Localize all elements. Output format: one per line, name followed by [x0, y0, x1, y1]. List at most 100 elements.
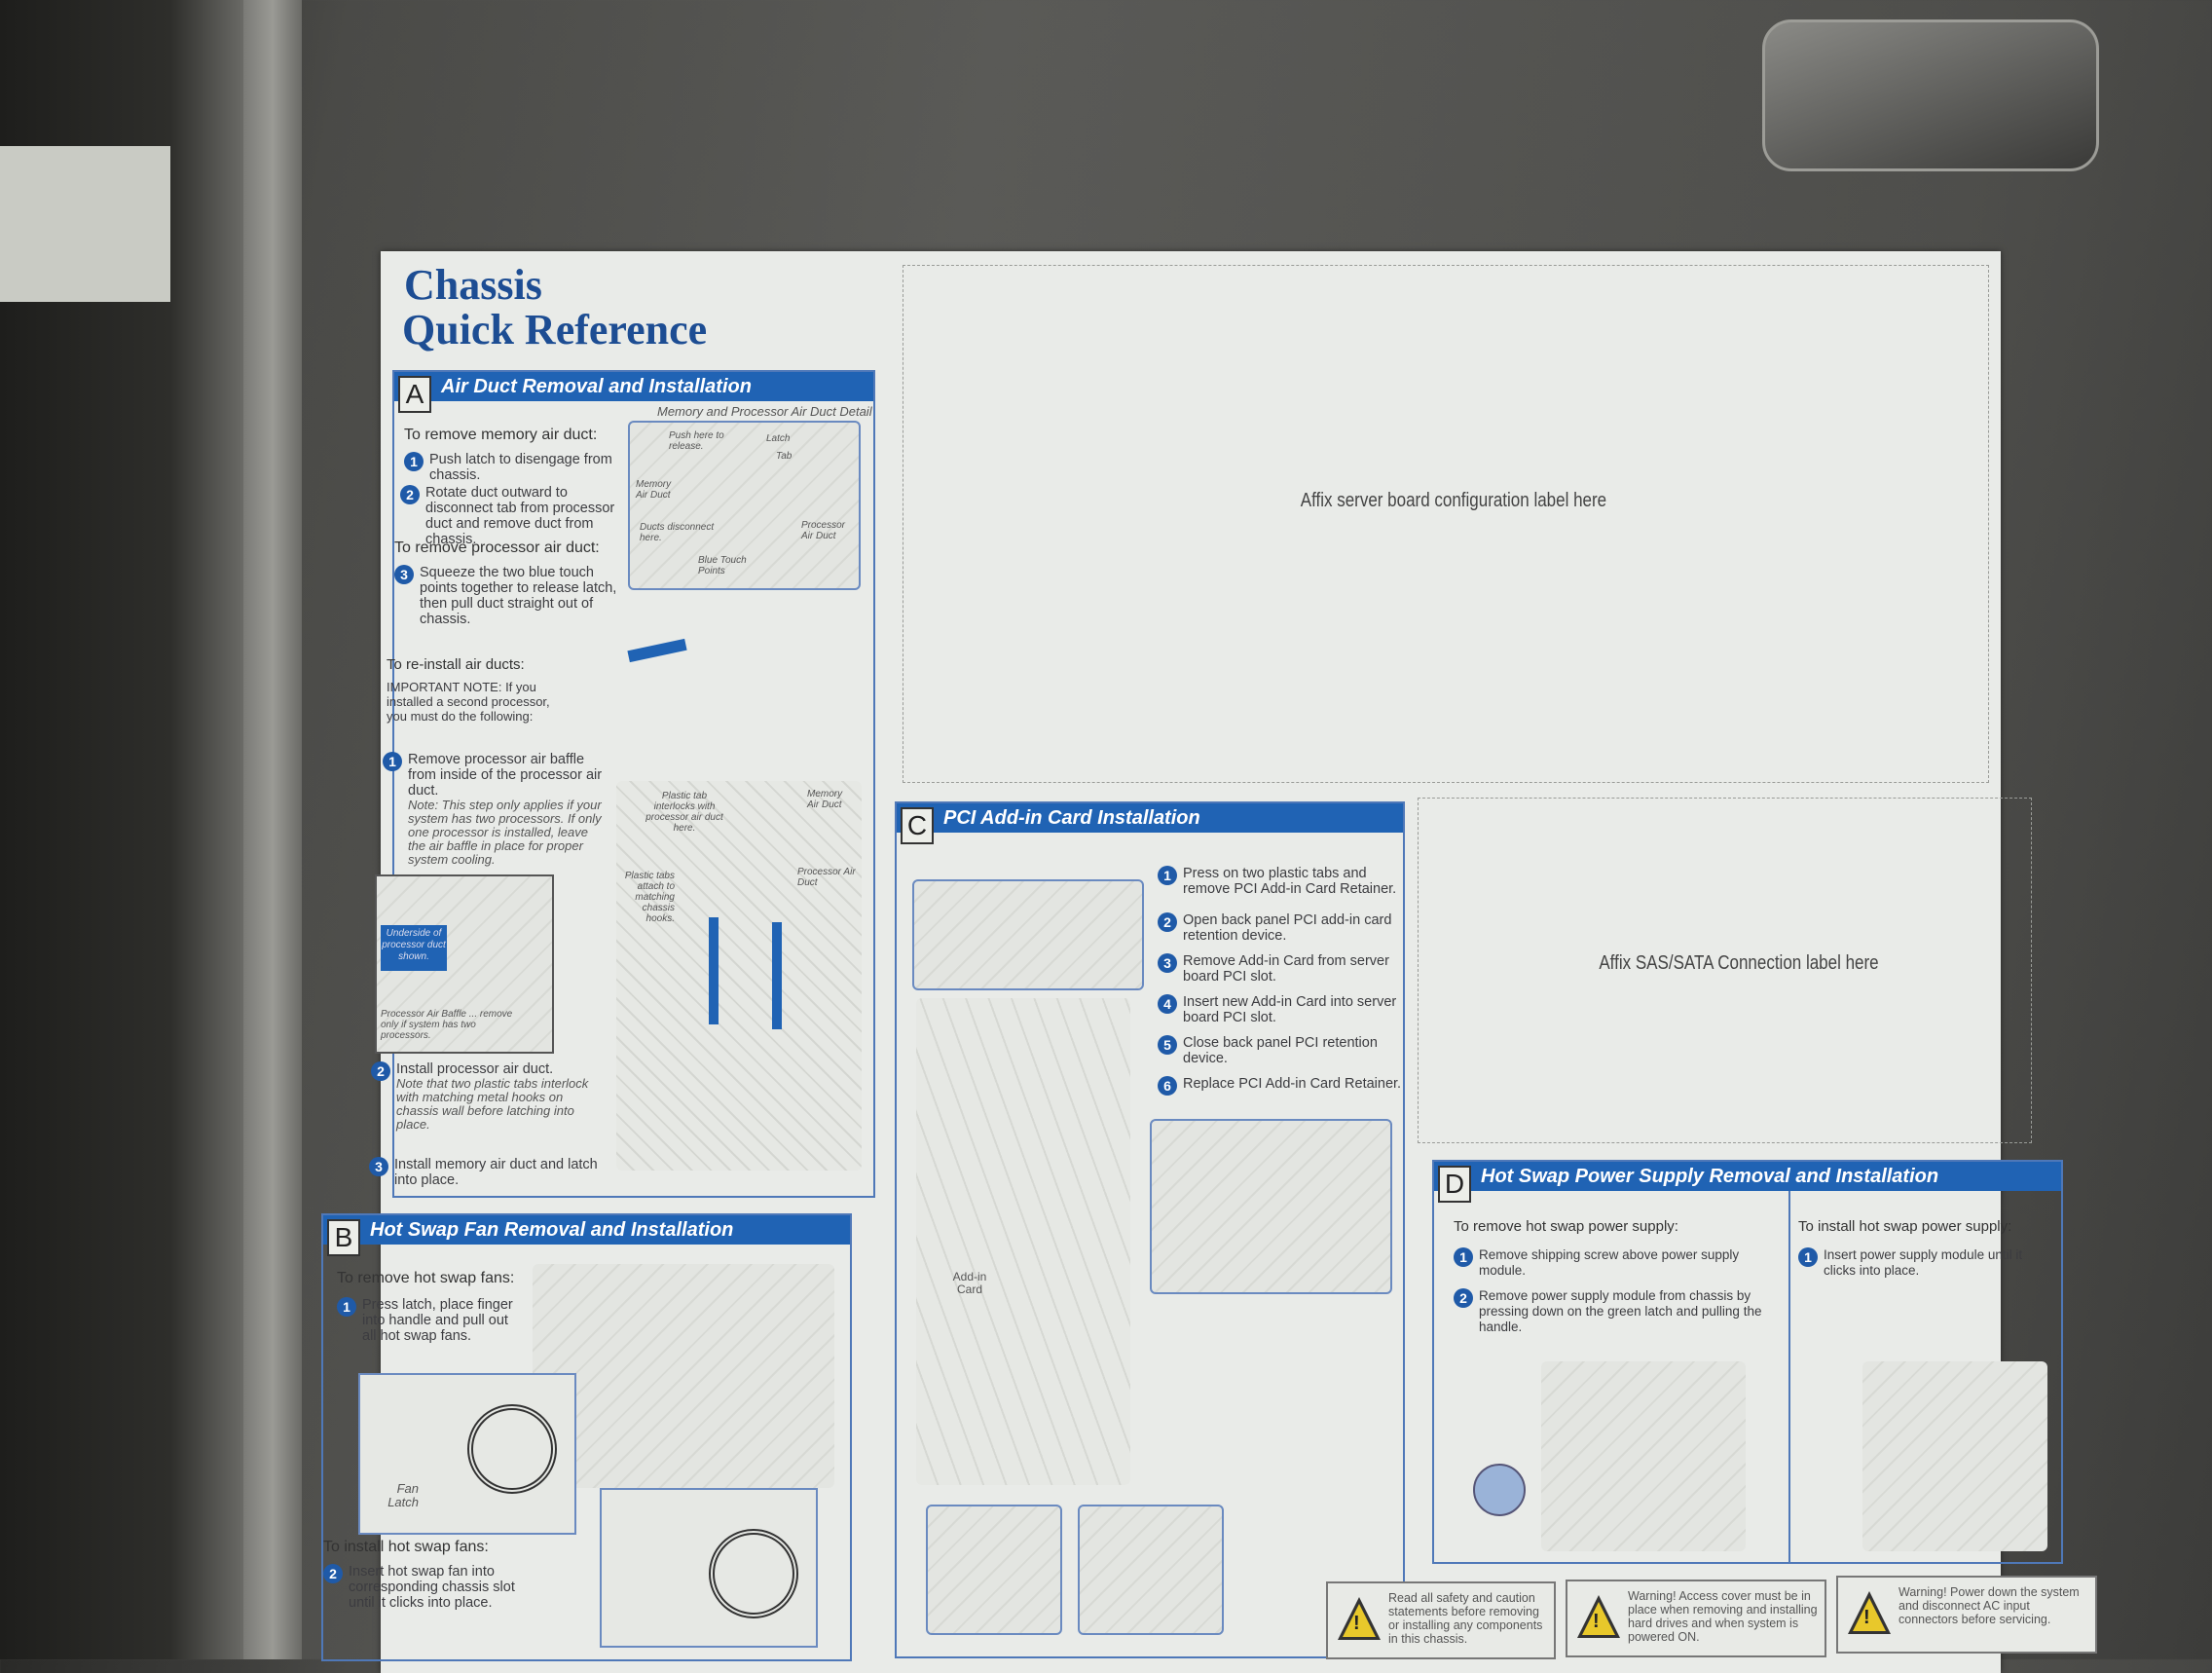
chassis-install-diagram: Plastic tab interlocks with processor ai… — [616, 781, 862, 1171]
card-retainer-diagram — [912, 879, 1144, 990]
step-text: Insert hot swap fan into corresponding c… — [349, 1564, 515, 1611]
step-number: 2 — [1158, 912, 1177, 932]
step-number: 2 — [1454, 1288, 1473, 1308]
detail-title: Memory and Processor Air Duct Detail — [657, 404, 872, 419]
retainer-replace-diagram — [1150, 1119, 1392, 1294]
fan-icon — [467, 1404, 557, 1494]
diagram-label: Memory Air Duct — [807, 789, 843, 810]
subheading: To remove hot swap power supply: — [1454, 1218, 1678, 1235]
step-number: 3 — [369, 1157, 388, 1176]
arrow-icon — [627, 638, 687, 663]
exclamation-icon: ! — [1593, 1611, 1600, 1632]
psu-removal-diagram — [1541, 1361, 1746, 1551]
diagram-label: Push here to release. — [669, 430, 724, 452]
section-a-panel: A Air Duct Removal and Installation To re… — [369, 370, 875, 1198]
step-note: Note that two plastic tabs interlock wit… — [396, 1076, 589, 1132]
step-number: 1 — [1454, 1247, 1473, 1267]
step-text: Remove power supply module from chassis … — [1479, 1288, 1762, 1334]
diagram-label: Processor Air Duct — [801, 520, 846, 541]
step-text: Install processor air duct. — [396, 1061, 554, 1077]
step-number: 2 — [371, 1061, 390, 1081]
air-duct-detail-diagram: Push here to release. Latch Tab Memory A… — [628, 421, 861, 590]
warning-icon — [1848, 1591, 1891, 1634]
section-d-panel: D Hot Swap Power Supply Removal and Insta… — [1432, 1160, 2063, 1564]
title-line-2: Quick Reference — [402, 306, 708, 353]
list-item: 1 Remove shipping screw above power suppl… — [1454, 1247, 1771, 1279]
step-text: Remove shipping screw above power supply… — [1479, 1247, 1740, 1278]
pci-slot-diagram: Add-in Card — [916, 998, 1130, 1485]
section-heading: Hot Swap Power Supply Removal and Instal… — [1481, 1166, 1939, 1187]
step-number: 1 — [1158, 866, 1177, 885]
diagram-label: Ducts disconnect here. — [640, 522, 715, 543]
step-text: Press latch, place finger into handle an… — [362, 1297, 513, 1344]
chassis-latch — [1762, 19, 2099, 171]
step-text: Press on two plastic tabs and remove PCI… — [1183, 866, 1397, 897]
arrow-down-icon — [772, 922, 782, 1029]
step-text: Install memory air duct and latch into p… — [394, 1157, 598, 1188]
subheading: To remove memory air duct: — [404, 427, 598, 443]
config-label-area: Affix server board configuration label h… — [903, 265, 1989, 783]
list-item: 4 Insert new Add-in Card into server boar… — [1158, 994, 1402, 1025]
diagram-callout: Underside of processor duct shown. — [381, 925, 447, 971]
fan-removal-diagram: Fan Latch — [358, 1373, 576, 1535]
step-number: 2 — [323, 1564, 343, 1583]
warning-box: ! Warning! Access cover must be in place… — [1566, 1580, 1826, 1657]
list-item: 1 Press on two plastic tabs and remove PC… — [1158, 866, 1402, 897]
step-text: Close back panel PCI retention device. — [1183, 1035, 1378, 1066]
step-number: 6 — [1158, 1076, 1177, 1096]
sas-label-area: Affix SAS/SATA Connection label here — [1418, 798, 2032, 1143]
section-letter: D — [1438, 1166, 1471, 1203]
important-note: IMPORTANT NOTE: If you installed a secon… — [387, 680, 550, 724]
diagram-label: Memory Air Duct — [636, 479, 672, 501]
config-label-placeholder: Affix server board configuration label h… — [1300, 490, 1607, 511]
step-text: Remove processor air baffle from inside … — [408, 752, 603, 799]
list-item: 3 Install memory air duct and latch into … — [369, 1157, 599, 1188]
warning-icon — [1338, 1597, 1381, 1640]
diagram-label: Add-in Card — [952, 1270, 987, 1296]
warning-box: ! Warning! Power down the system and dis… — [1836, 1576, 2097, 1654]
step-number: 1 — [383, 752, 402, 771]
step-text: Rotate duct outward to disconnect tab fr… — [425, 485, 615, 547]
section-letter: C — [901, 807, 934, 844]
sas-label-placeholder: Affix SAS/SATA Connection label here — [1599, 952, 1879, 974]
chassis-fan-diagram — [533, 1264, 834, 1488]
subheading: To remove hot swap fans: — [337, 1270, 515, 1286]
warning-text: Warning! Power down the system and disco… — [1899, 1585, 2080, 1626]
list-item: 5 Close back panel PCI retention device. — [1158, 1035, 1402, 1066]
list-item: 1 Press latch, place finger into handle a… — [337, 1297, 518, 1344]
diagram-label: Fan Latch — [387, 1481, 419, 1509]
section-letter: A — [398, 376, 431, 413]
section-a-header: A Air Duct Removal and Installation — [394, 372, 873, 413]
section-heading: PCI Add-in Card Installation — [943, 807, 1200, 829]
retention-open-diagram — [926, 1505, 1062, 1635]
step-text: Remove Add-in Card from server board PCI… — [1183, 953, 1389, 985]
warning-text: Warning! Access cover must be in place w… — [1628, 1589, 1818, 1644]
step-number: 1 — [337, 1297, 356, 1317]
step-number: 4 — [1158, 994, 1177, 1014]
diagram-label: Tab — [776, 451, 793, 462]
step-number: 1 — [404, 452, 424, 471]
diagram-label: Blue Touch Points — [698, 555, 747, 576]
section-heading: Air Duct Removal and Installation — [441, 376, 752, 397]
chassis-rail — [243, 0, 302, 1659]
step-text: Squeeze the two blue touch points togeth… — [420, 565, 617, 627]
warning-box: ! Read all safety and caution statements… — [1326, 1581, 1556, 1659]
fan-icon — [709, 1529, 798, 1618]
section-c-panel: C PCI Add-in Card Installation 1 Press on … — [895, 801, 1405, 1658]
air-baffle-diagram: Underside of processor duct shown. Proce… — [375, 874, 554, 1054]
section-heading: Hot Swap Fan Removal and Installation — [370, 1219, 734, 1241]
step-text: Insert power supply module until it clic… — [1824, 1247, 2023, 1278]
diagram-label: Plastic tabs attach to matching chassis … — [624, 871, 675, 924]
list-item: 1 Remove processor air baffle from inside… — [383, 752, 608, 867]
step-number: 5 — [1158, 1035, 1177, 1055]
page-title: Chassis Quick Reference — [402, 263, 707, 353]
list-item: 2 Install processor air duct.Note that tw… — [371, 1061, 606, 1132]
arrow-down-icon — [709, 917, 719, 1024]
step-text: Insert new Add-in Card into server board… — [1183, 994, 1397, 1025]
